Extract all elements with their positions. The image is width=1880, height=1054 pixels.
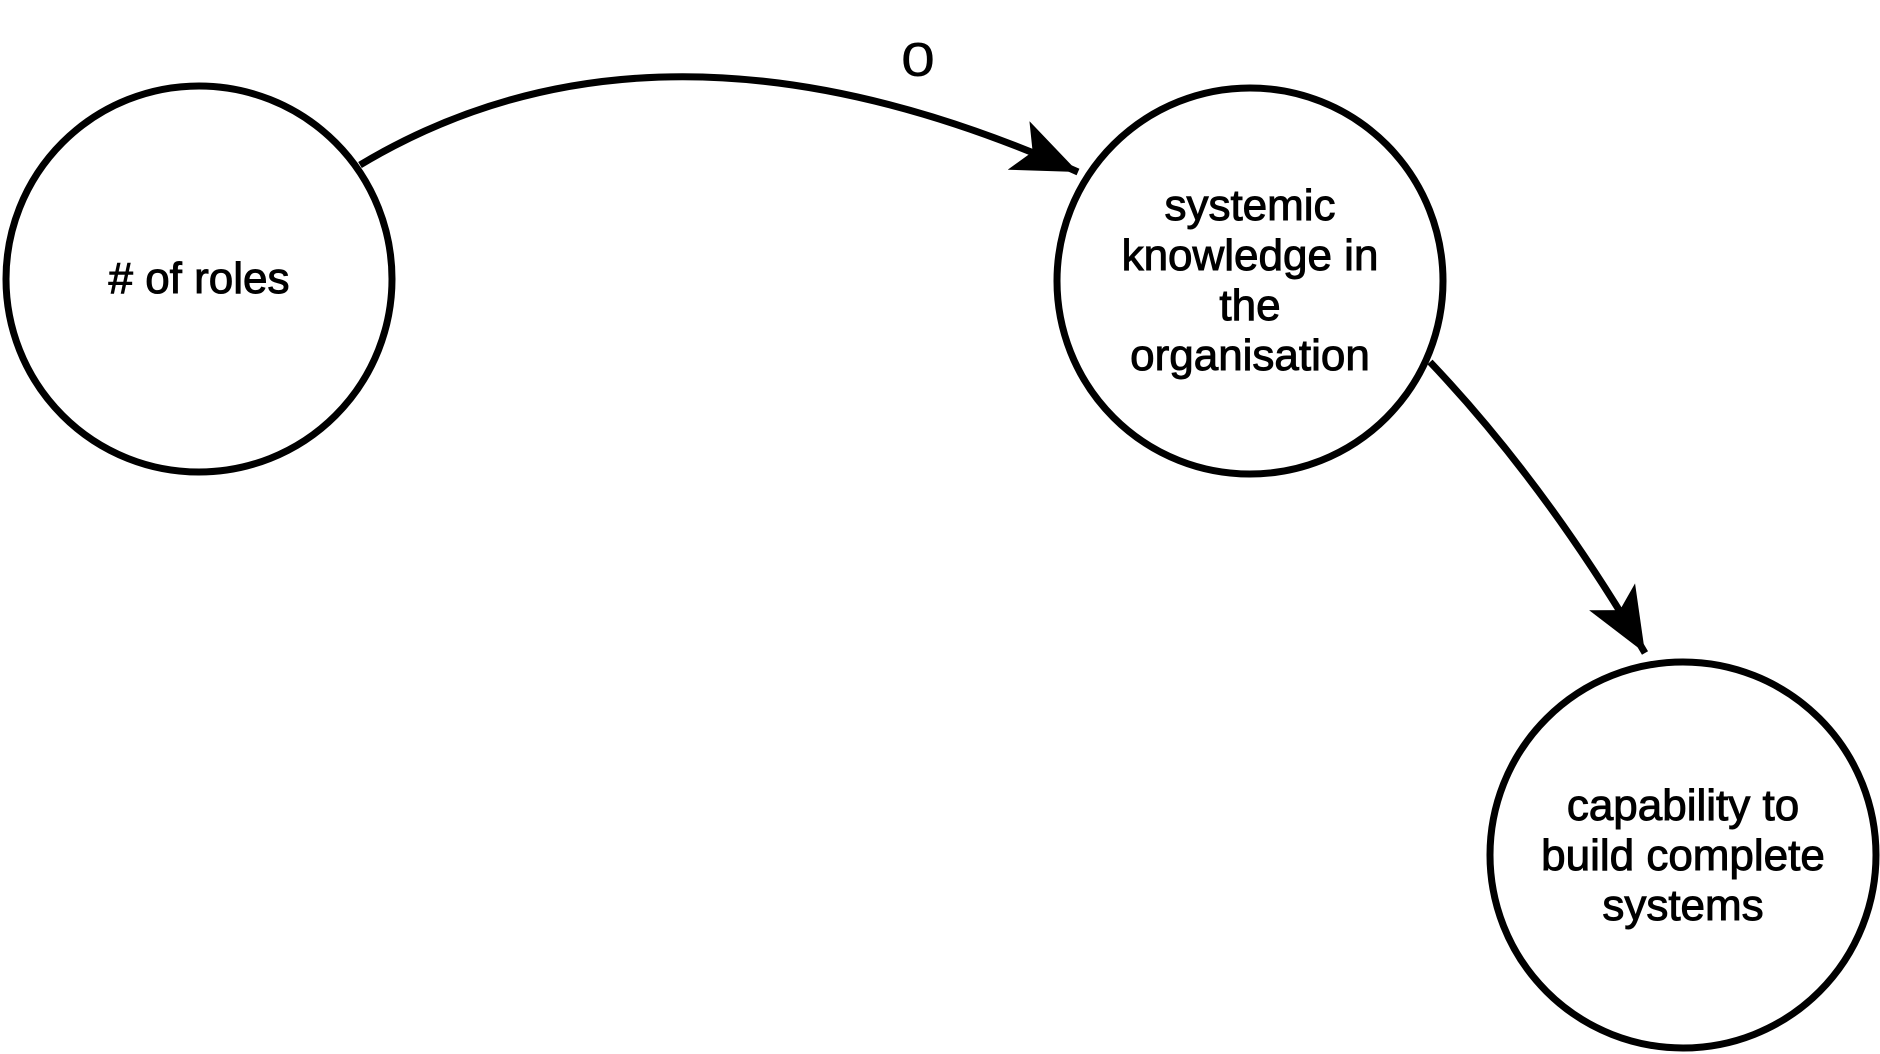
node-label-systemic-knowledge-line4: organisation — [1130, 331, 1370, 380]
node-num-roles[interactable]: # of roles — [2, 82, 396, 476]
node-label-systemic-knowledge-line1: systemic — [1164, 181, 1335, 230]
edge-knowledge-to-capability[interactable] — [1427, 359, 1649, 655]
node-circle-capability[interactable] — [1486, 658, 1880, 1052]
node-circle-num-roles[interactable] — [2, 82, 396, 476]
node-label-capability-line2: build complete — [1541, 831, 1825, 880]
node-label-systemic-knowledge-line3: the — [1219, 281, 1280, 330]
edges-layer — [358, 73, 1649, 655]
node-capability[interactable]: capability to build complete systems — [1486, 658, 1880, 1052]
node-label-systemic-knowledge-line2: knowledge in — [1122, 231, 1379, 280]
node-label-num-roles: # of roles — [109, 254, 290, 303]
node-systemic-knowledge[interactable]: systemic knowledge in the organisation — [1053, 84, 1447, 478]
edge-polarity-label: o — [901, 21, 935, 90]
node-circle-systemic-knowledge[interactable] — [1053, 84, 1447, 478]
nodes-layer: # of roles systemic knowledge in the org… — [2, 82, 1880, 1052]
edge-roles-to-knowledge[interactable] — [358, 73, 1080, 176]
node-label-capability-line1: capability to — [1567, 781, 1799, 830]
node-label-capability-line3: systems — [1602, 881, 1763, 930]
